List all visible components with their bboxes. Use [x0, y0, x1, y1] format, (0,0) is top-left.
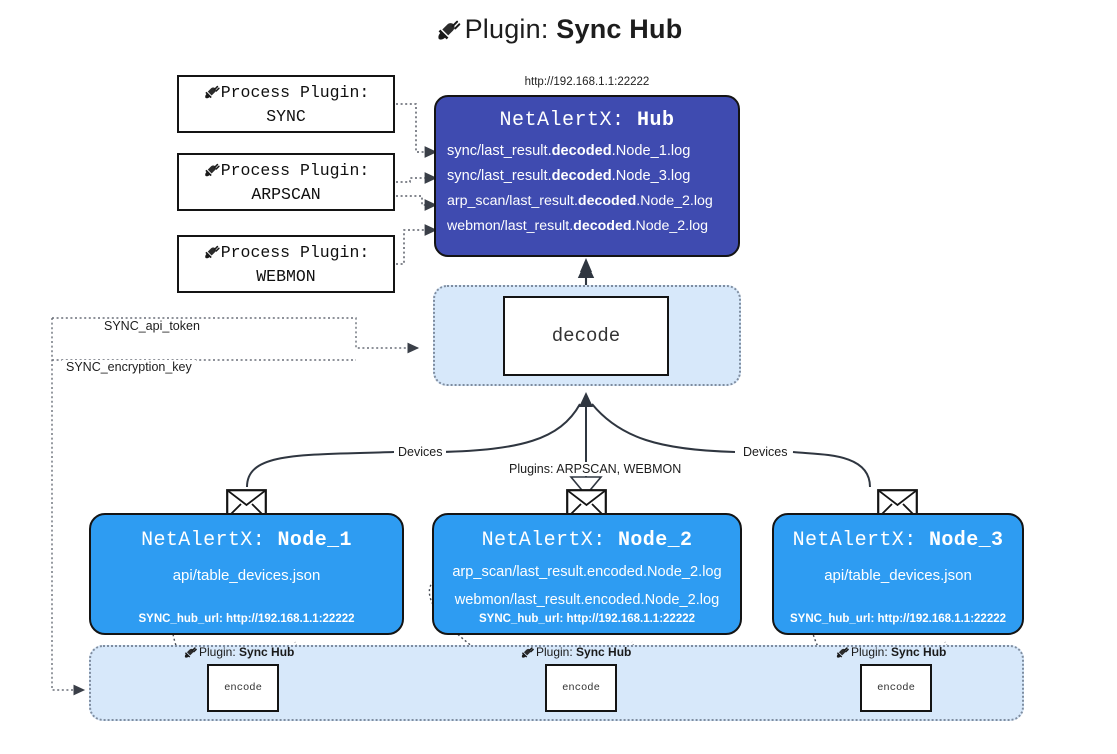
node-title-name: Node_2	[618, 529, 693, 552]
node-file-list: api/table_devices.json	[774, 562, 1022, 590]
hub-log-line: webmon/last_result.decoded.Node_2.log	[447, 214, 738, 239]
log-pre: arp_scan/last_result.	[447, 193, 578, 209]
page-title-name: Sync Hub	[556, 14, 683, 44]
log-post: .Node_2.log	[636, 193, 713, 209]
node-title-prefix: NetAlertX:	[481, 529, 618, 552]
node-title-name: Node_1	[277, 529, 352, 552]
log-post: .Node_2.log	[631, 218, 709, 234]
node-file-line: webmon/last_result.encoded.Node_2.log	[454, 592, 720, 608]
node-hub-url: SYNC_hub_url: http://192.168.1.1:22222	[138, 613, 355, 625]
process-plugin-label: Process Plugin:	[220, 242, 370, 262]
process-plugin-name: SYNC	[266, 106, 306, 126]
node-file-list: arp_scan/last_result.encoded.Node_2.log …	[434, 558, 740, 614]
plug-icon	[203, 244, 220, 266]
log-bold: decoded	[551, 143, 612, 159]
encode-caption-name: Sync Hub	[239, 645, 295, 659]
node-hub-url: SYNC_hub_url: http://192.168.1.1:22222	[789, 613, 1007, 625]
process-plugin-sync[interactable]: Process Plugin: SYNC	[177, 75, 395, 133]
page-title: Plugin: Sync Hub	[0, 14, 1117, 49]
encode-caption-prefix: Plugin:	[199, 645, 240, 659]
node-title: NetAlertX: Node_3	[774, 529, 1022, 552]
encode-box-node2[interactable]: encode	[545, 664, 617, 712]
encode-box-node3[interactable]: encode	[860, 664, 932, 712]
decode-box[interactable]: decode	[503, 296, 669, 376]
node-title: NetAlertX: Node_1	[91, 529, 402, 552]
node-file-line: api/table_devices.json	[824, 567, 972, 584]
log-bold: decoded	[551, 168, 612, 184]
node-file-line: arp_scan/last_result.encoded.Node_2.log	[452, 564, 722, 580]
label-sync-api-token: SYNC_api_token	[100, 319, 204, 333]
process-plugin-header: Process Plugin:	[179, 242, 393, 266]
encode-plugin-caption: Plugin: Sync Hub	[835, 645, 946, 662]
node-box-node1[interactable]: NetAlertX: Node_1 api/table_devices.json…	[89, 513, 404, 635]
label-plugins-center: Plugins: ARPSCAN, WEBMON	[505, 462, 686, 476]
hub-url-caption: http://192.168.1.1:22222	[524, 76, 650, 88]
encode-plugin-caption: Plugin: Sync Hub	[520, 645, 631, 662]
label-devices-right: Devices	[739, 445, 792, 459]
plug-icon	[203, 84, 220, 106]
log-bold: decoded	[577, 193, 637, 209]
node-box-node3[interactable]: NetAlertX: Node_3 api/table_devices.json…	[772, 513, 1024, 635]
encode-box-node1[interactable]: encode	[207, 664, 279, 712]
decode-label: decode	[551, 325, 621, 347]
process-plugin-webmon[interactable]: Process Plugin: WEBMON	[177, 235, 395, 293]
log-pre: sync/last_result.	[447, 168, 552, 184]
process-plugin-arpscan[interactable]: Process Plugin: ARPSCAN	[177, 153, 395, 211]
hub-title: NetAlertX: Hub	[436, 109, 738, 132]
log-pre: webmon/last_result.	[447, 218, 574, 234]
hub-log-line: sync/last_result.decoded.Node_3.log	[447, 164, 738, 189]
encode-caption-name: Sync Hub	[576, 645, 632, 659]
encode-label: encode	[877, 682, 915, 694]
hub-title-name: Hub	[637, 109, 675, 132]
label-devices-left: Devices	[394, 445, 447, 459]
hub-log-line: arp_scan/last_result.decoded.Node_2.log	[447, 189, 738, 214]
log-post: .Node_3.log	[611, 168, 691, 184]
node-title-name: Node_3	[929, 529, 1004, 552]
process-plugin-name: ARPSCAN	[251, 184, 321, 204]
plug-icon	[435, 18, 461, 49]
plug-icon	[520, 646, 534, 662]
node-file-line: api/table_devices.json	[172, 567, 321, 584]
hub-title-prefix: NetAlertX:	[499, 109, 637, 132]
process-plugin-label: Process Plugin:	[220, 82, 370, 102]
process-plugin-header: Process Plugin:	[179, 82, 393, 106]
encode-label: encode	[224, 682, 262, 694]
node-title-prefix: NetAlertX:	[792, 529, 929, 552]
encode-caption-prefix: Plugin:	[536, 645, 577, 659]
encode-caption-name: Sync Hub	[891, 645, 947, 659]
node-title: NetAlertX: Node_2	[434, 529, 740, 552]
process-plugin-label: Process Plugin:	[220, 160, 370, 180]
label-sync-encryption-key: SYNC_encryption_key	[62, 360, 196, 374]
node-file-list: api/table_devices.json	[91, 562, 402, 590]
encode-plugin-caption: Plugin: Sync Hub	[183, 645, 294, 662]
process-plugin-name: WEBMON	[256, 266, 316, 286]
log-post: .Node_1.log	[611, 143, 691, 159]
hub-box[interactable]: NetAlertX: Hub sync/last_result.decoded.…	[434, 95, 740, 257]
process-plugin-header: Process Plugin:	[179, 160, 393, 184]
plug-icon	[203, 162, 220, 184]
log-bold: decoded	[573, 218, 632, 234]
log-pre: sync/last_result.	[447, 143, 552, 159]
hub-log-list: sync/last_result.decoded.Node_1.log sync…	[436, 139, 738, 239]
plug-icon	[835, 646, 849, 662]
hub-log-line: sync/last_result.decoded.Node_1.log	[447, 139, 738, 164]
page-title-prefix: Plugin:	[464, 14, 557, 44]
node-title-prefix: NetAlertX:	[141, 529, 278, 552]
encode-label: encode	[562, 682, 600, 694]
plug-icon	[183, 646, 197, 662]
node-hub-url: SYNC_hub_url: http://192.168.1.1:22222	[478, 613, 696, 625]
node-box-node2[interactable]: NetAlertX: Node_2 arp_scan/last_result.e…	[432, 513, 742, 635]
encode-caption-prefix: Plugin:	[851, 645, 892, 659]
